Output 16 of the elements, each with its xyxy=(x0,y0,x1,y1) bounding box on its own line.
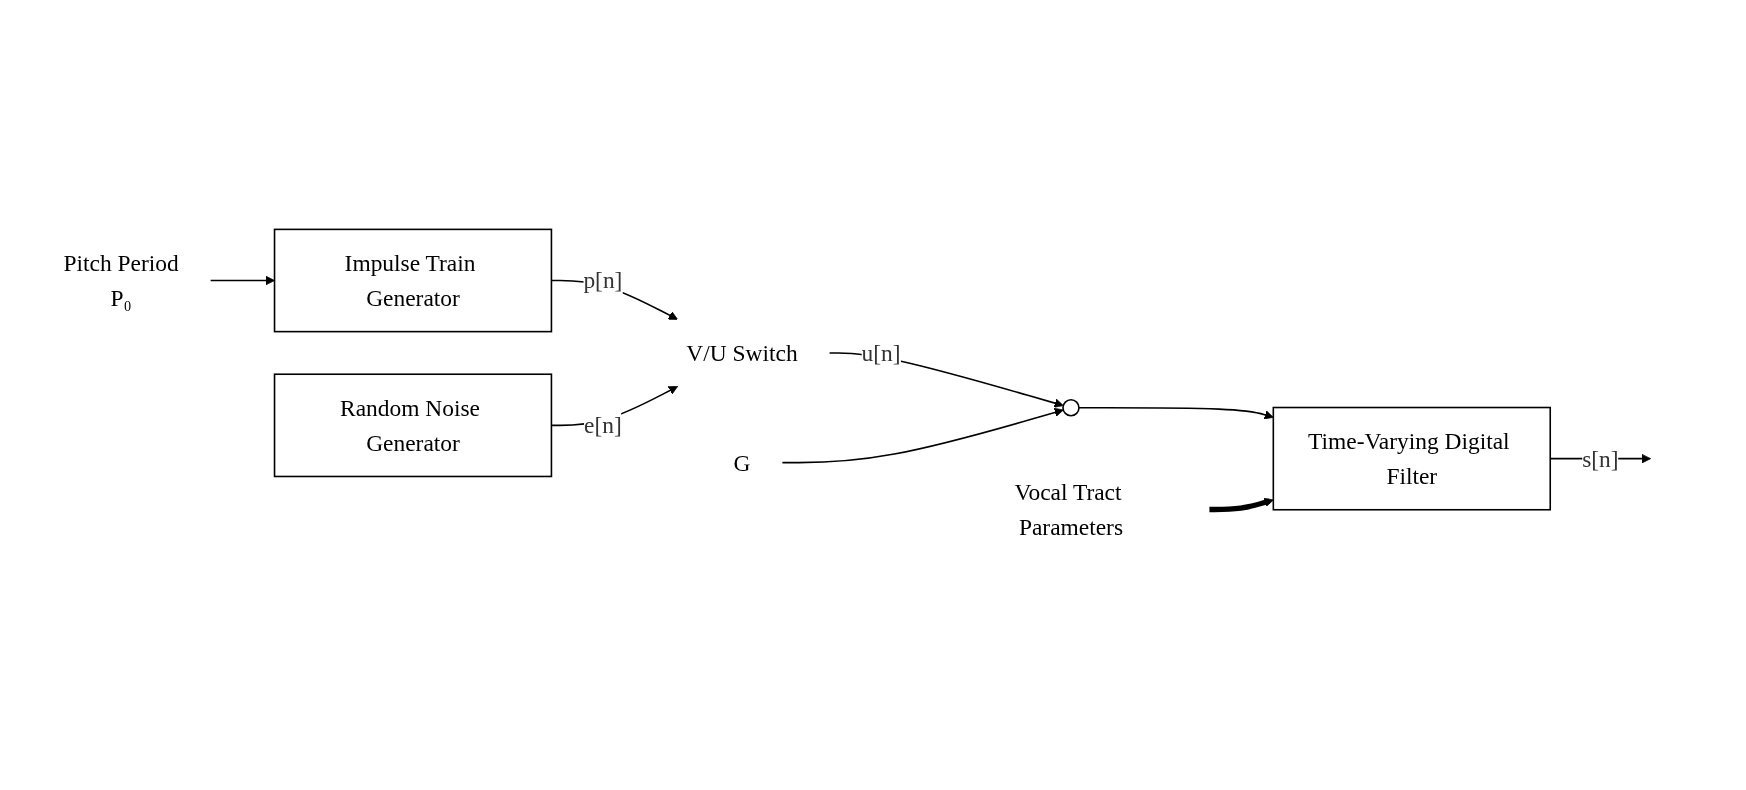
node-box: Time-Varying Digital Filter xyxy=(1272,406,1552,511)
edge-label: s[n] xyxy=(1582,445,1619,472)
arrow xyxy=(209,275,275,286)
arrow xyxy=(781,407,1064,464)
node-text: G xyxy=(733,449,751,476)
edge-label: p[n] xyxy=(583,267,623,294)
node-box: Random Noise Generator xyxy=(273,373,553,478)
arrow xyxy=(1078,406,1274,420)
node-circle xyxy=(1062,399,1080,417)
node-box: Impulse Train Generator xyxy=(273,228,553,333)
node-text: V/U Switch xyxy=(686,339,798,367)
edge-label: u[n] xyxy=(861,339,901,367)
edge-label: e[n] xyxy=(584,412,622,439)
arrow xyxy=(1209,497,1274,513)
node-text: Vocal Tract Parameters xyxy=(1014,478,1124,541)
node-text: Pitch Period P₀ xyxy=(63,249,179,312)
